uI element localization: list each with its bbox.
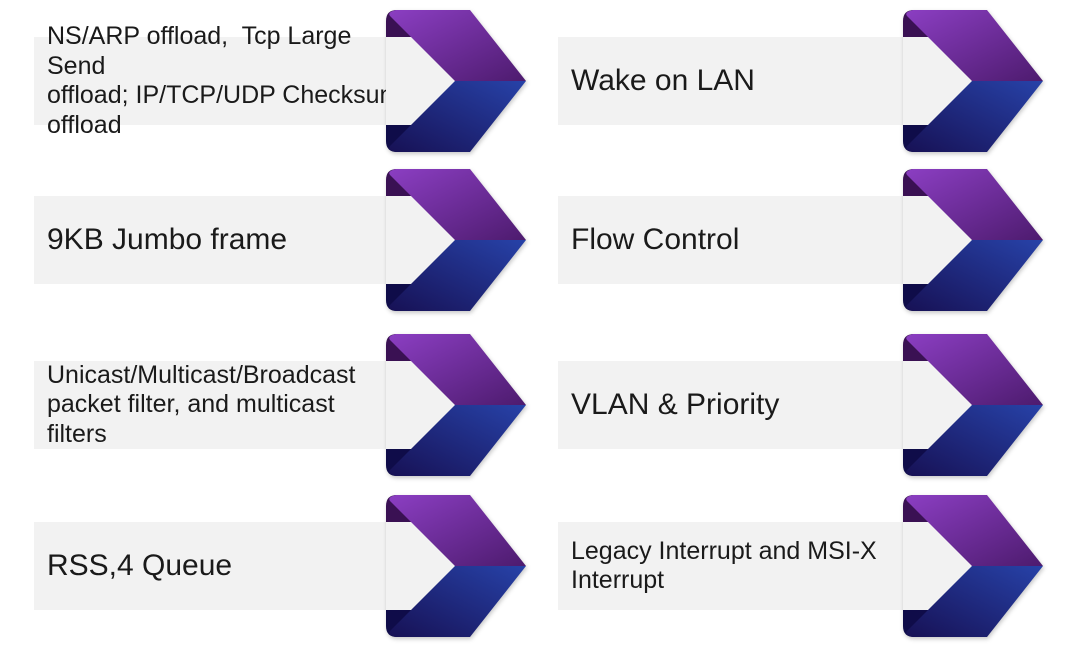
chevron-arrow-icon [386, 169, 526, 311]
feature-bar: Legacy Interrupt and MSI-X Interrupt [558, 522, 924, 610]
feature-label: Legacy Interrupt and MSI-X Interrupt [571, 536, 877, 595]
feature-item-offload: NS/ARP offload, Tcp Large Send offload; … [34, 10, 526, 152]
feature-item-rss-queue: RSS,4 Queue [34, 495, 526, 637]
feature-label: VLAN & Priority [571, 388, 780, 422]
chevron-arrow-icon [903, 169, 1043, 311]
chevron-arrow-icon [903, 10, 1043, 152]
feature-item-interrupts: Legacy Interrupt and MSI-X Interrupt [558, 495, 1043, 637]
feature-label: 9KB Jumbo frame [47, 223, 288, 257]
feature-label: Wake on LAN [571, 64, 755, 98]
feature-label: Flow Control [571, 223, 740, 257]
feature-label: NS/ARP offload, Tcp Large Send offload; … [47, 22, 401, 139]
feature-item-packet-filter: Unicast/Multicast/Broadcast packet filte… [34, 334, 526, 476]
feature-item-vlan-priority: VLAN & Priority [558, 334, 1043, 476]
feature-bar: 9KB Jumbo frame [34, 196, 407, 284]
feature-item-flow-control: Flow Control [558, 169, 1043, 311]
chevron-arrow-icon [386, 495, 526, 637]
chevron-arrow-icon [903, 334, 1043, 476]
feature-item-jumbo-frame: 9KB Jumbo frame [34, 169, 526, 311]
chevron-arrow-icon [386, 10, 526, 152]
chevron-arrow-icon [903, 495, 1043, 637]
feature-bar: RSS,4 Queue [34, 522, 407, 610]
feature-label: RSS,4 Queue [47, 549, 233, 583]
feature-bar: Unicast/Multicast/Broadcast packet filte… [34, 361, 407, 449]
feature-bar: Wake on LAN [558, 37, 924, 125]
feature-bar: Flow Control [558, 196, 924, 284]
feature-bar: VLAN & Priority [558, 361, 924, 449]
feature-bar: NS/ARP offload, Tcp Large Send offload; … [34, 22, 407, 139]
feature-label: Unicast/Multicast/Broadcast packet filte… [47, 360, 356, 448]
feature-item-wake-on-lan: Wake on LAN [558, 10, 1043, 152]
chevron-arrow-icon [386, 334, 526, 476]
